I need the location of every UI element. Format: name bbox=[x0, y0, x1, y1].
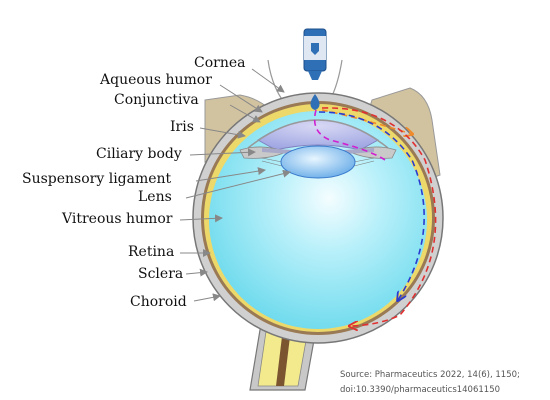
source-line-1: Source: Pharmaceutics 2022, 14(6), 1150; bbox=[340, 370, 520, 380]
label-aqueous-humor: Aqueous humor bbox=[99, 72, 212, 88]
label-sclera: Sclera bbox=[138, 266, 183, 282]
label-lens: Lens bbox=[138, 189, 172, 205]
lens bbox=[280, 145, 356, 179]
drug-pathways bbox=[313, 107, 437, 326]
label-retina: Retina bbox=[128, 244, 174, 260]
suspensory-ligament bbox=[261, 157, 375, 167]
path-magenta bbox=[313, 109, 386, 161]
label-conjunctiva: Conjunctiva bbox=[114, 92, 199, 108]
path-blue bbox=[318, 111, 425, 300]
label-ciliary-body: Ciliary body bbox=[96, 146, 182, 162]
eye-drop-bottle-icon bbox=[303, 28, 327, 110]
label-iris: Iris bbox=[170, 119, 194, 135]
label-suspensory-ligament: Suspensory ligament bbox=[22, 171, 172, 187]
label-cornea: Cornea bbox=[194, 55, 245, 71]
vitreous-humor bbox=[209, 111, 427, 329]
leader-lines bbox=[179, 68, 291, 302]
label-vitreous-humor: Vitreous humor bbox=[61, 211, 173, 227]
source-line-2: doi:10.3390/pharmaceutics14061150 bbox=[340, 385, 500, 395]
label-choroid: Choroid bbox=[130, 294, 187, 310]
path-red bbox=[321, 107, 437, 326]
